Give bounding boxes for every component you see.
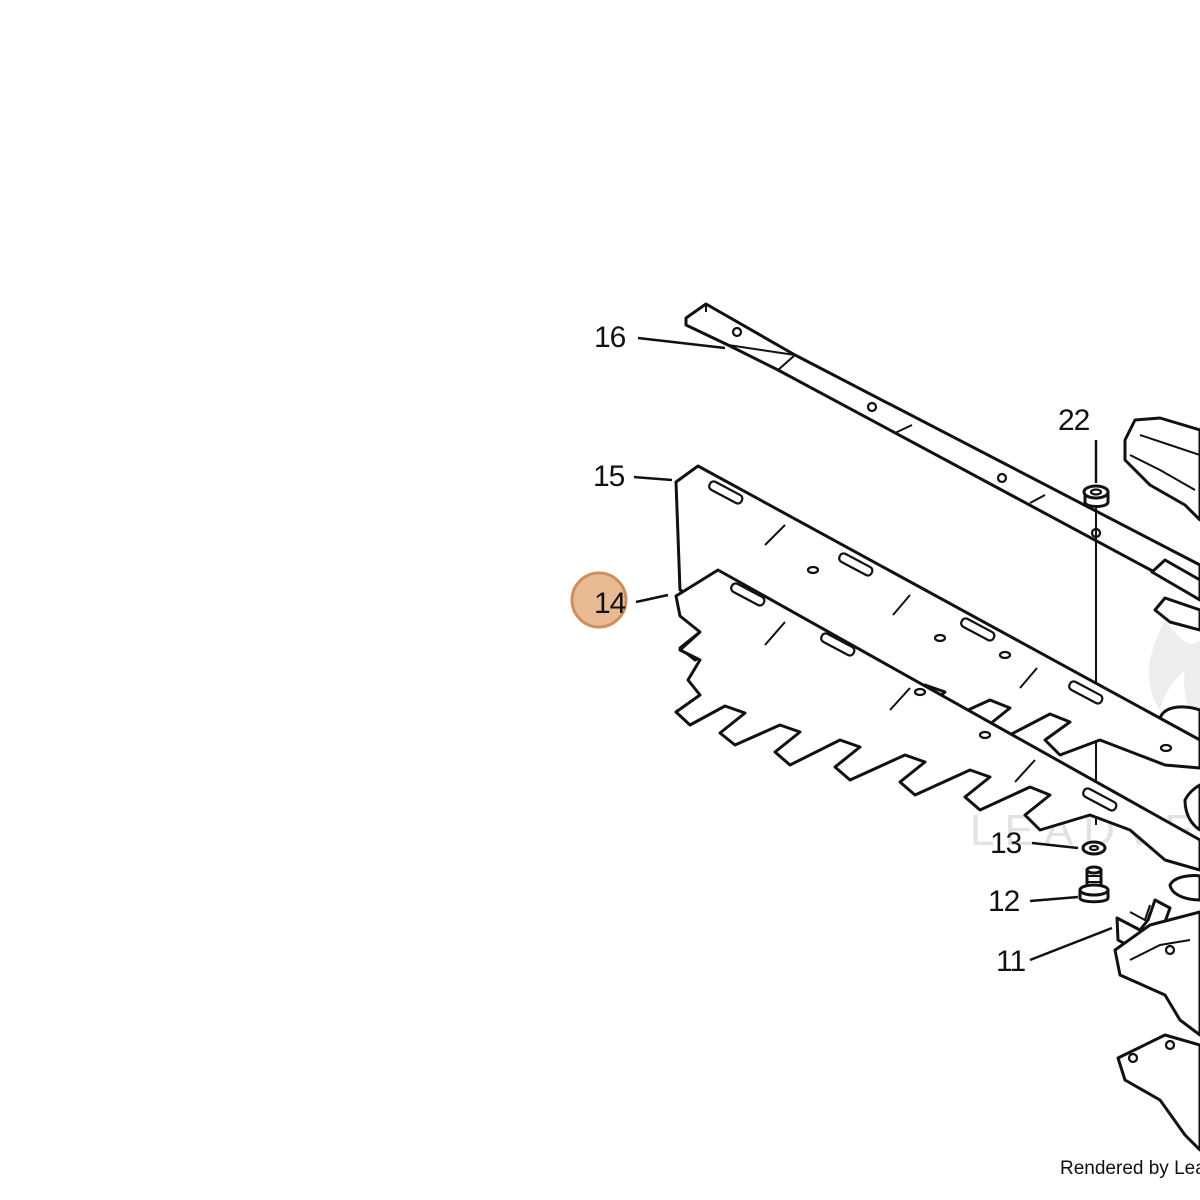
callout-15[interactable]: 15 (593, 460, 626, 493)
watermark-flame-icon (1148, 620, 1200, 730)
callout-13[interactable]: 13 (990, 827, 1023, 860)
part-12-bolt[interactable] (1078, 865, 1110, 904)
render-credit: Rendered by Leac (1060, 1158, 1200, 1179)
callout-14-highlight[interactable] (570, 571, 628, 629)
part-14-blade[interactable] (674, 568, 1200, 872)
part-16-bar[interactable] (684, 302, 1200, 602)
part-22-spacer[interactable] (1082, 484, 1110, 825)
part-13-washer[interactable] (1081, 840, 1107, 856)
housing-part-right-bottom (1113, 910, 1200, 1152)
callout-11[interactable]: 11 (996, 945, 1026, 978)
leader-lines (633, 336, 1113, 962)
housing-part-right-top (1123, 416, 1200, 902)
callout-14[interactable]: 14 (594, 587, 627, 620)
callout-22[interactable]: 22 (1058, 404, 1091, 437)
callout-12[interactable]: 12 (988, 885, 1021, 918)
callout-16[interactable]: 16 (594, 321, 627, 354)
